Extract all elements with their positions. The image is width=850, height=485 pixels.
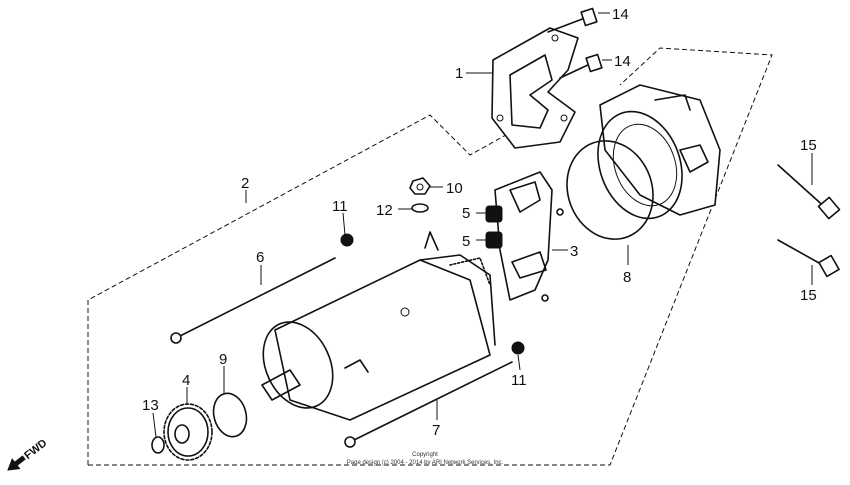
starter-motor: [261, 231, 496, 421]
copyright-line2: Page design (c) 2004 - 2014 by ARI Netwo…: [347, 460, 504, 466]
nut-11-lower: [511, 341, 525, 355]
callout-10: 10: [446, 180, 463, 197]
callout-13: 13: [142, 397, 159, 414]
callout-8: 8: [623, 269, 631, 286]
gear-cover: [597, 84, 721, 220]
bolt-14-lower: [559, 53, 603, 79]
callout-15-upper: 15: [800, 137, 817, 154]
brush-holder-plate: [494, 171, 564, 302]
callout-2: 2: [241, 175, 249, 192]
o-ring-8: [566, 140, 654, 240]
callout-14-upper: 14: [612, 6, 629, 23]
through-bolt-6: [170, 257, 336, 344]
washer-13: [151, 436, 165, 454]
bolt-15-lower: [777, 239, 840, 278]
drive-gear-4: [163, 403, 213, 461]
callout-15-lower: 15: [800, 287, 817, 304]
callout-5-lower: 5: [462, 233, 470, 250]
o-ring-9: [212, 392, 248, 438]
through-bolt-7: [344, 361, 513, 448]
callout-1: 1: [455, 65, 463, 82]
nut-11-upper: [340, 233, 354, 247]
callout-11-lower: 11: [511, 372, 527, 389]
leader-lines: [152, 12, 813, 438]
callouts: 1 2 3 4 5 5 6 7 8 9 10 11 11 12 13 14 14…: [142, 6, 817, 439]
callout-9: 9: [219, 351, 227, 368]
fwd-arrow: FWD: [7, 437, 49, 471]
brush-5-upper: [485, 205, 503, 223]
bolt-14-upper: [547, 7, 598, 33]
washer-12: [411, 203, 429, 213]
fwd-label: FWD: [22, 437, 49, 462]
callout-12: 12: [376, 202, 393, 219]
callout-14-lower: 14: [614, 53, 631, 70]
brush-5-lower: [485, 231, 503, 249]
callout-7: 7: [432, 422, 440, 439]
assembly-boundary: [87, 47, 773, 466]
callout-11-upper: 11: [332, 198, 348, 215]
copyright-line1: Copyright: [412, 452, 438, 458]
callout-4: 4: [182, 372, 190, 389]
callout-3: 3: [570, 243, 578, 260]
callout-6: 6: [256, 249, 264, 266]
nut-10: [409, 177, 431, 195]
bolt-15-upper: [777, 164, 841, 220]
arrow-left-icon: [7, 455, 26, 471]
mounting-bracket: [491, 27, 579, 149]
callout-5-upper: 5: [462, 205, 470, 222]
